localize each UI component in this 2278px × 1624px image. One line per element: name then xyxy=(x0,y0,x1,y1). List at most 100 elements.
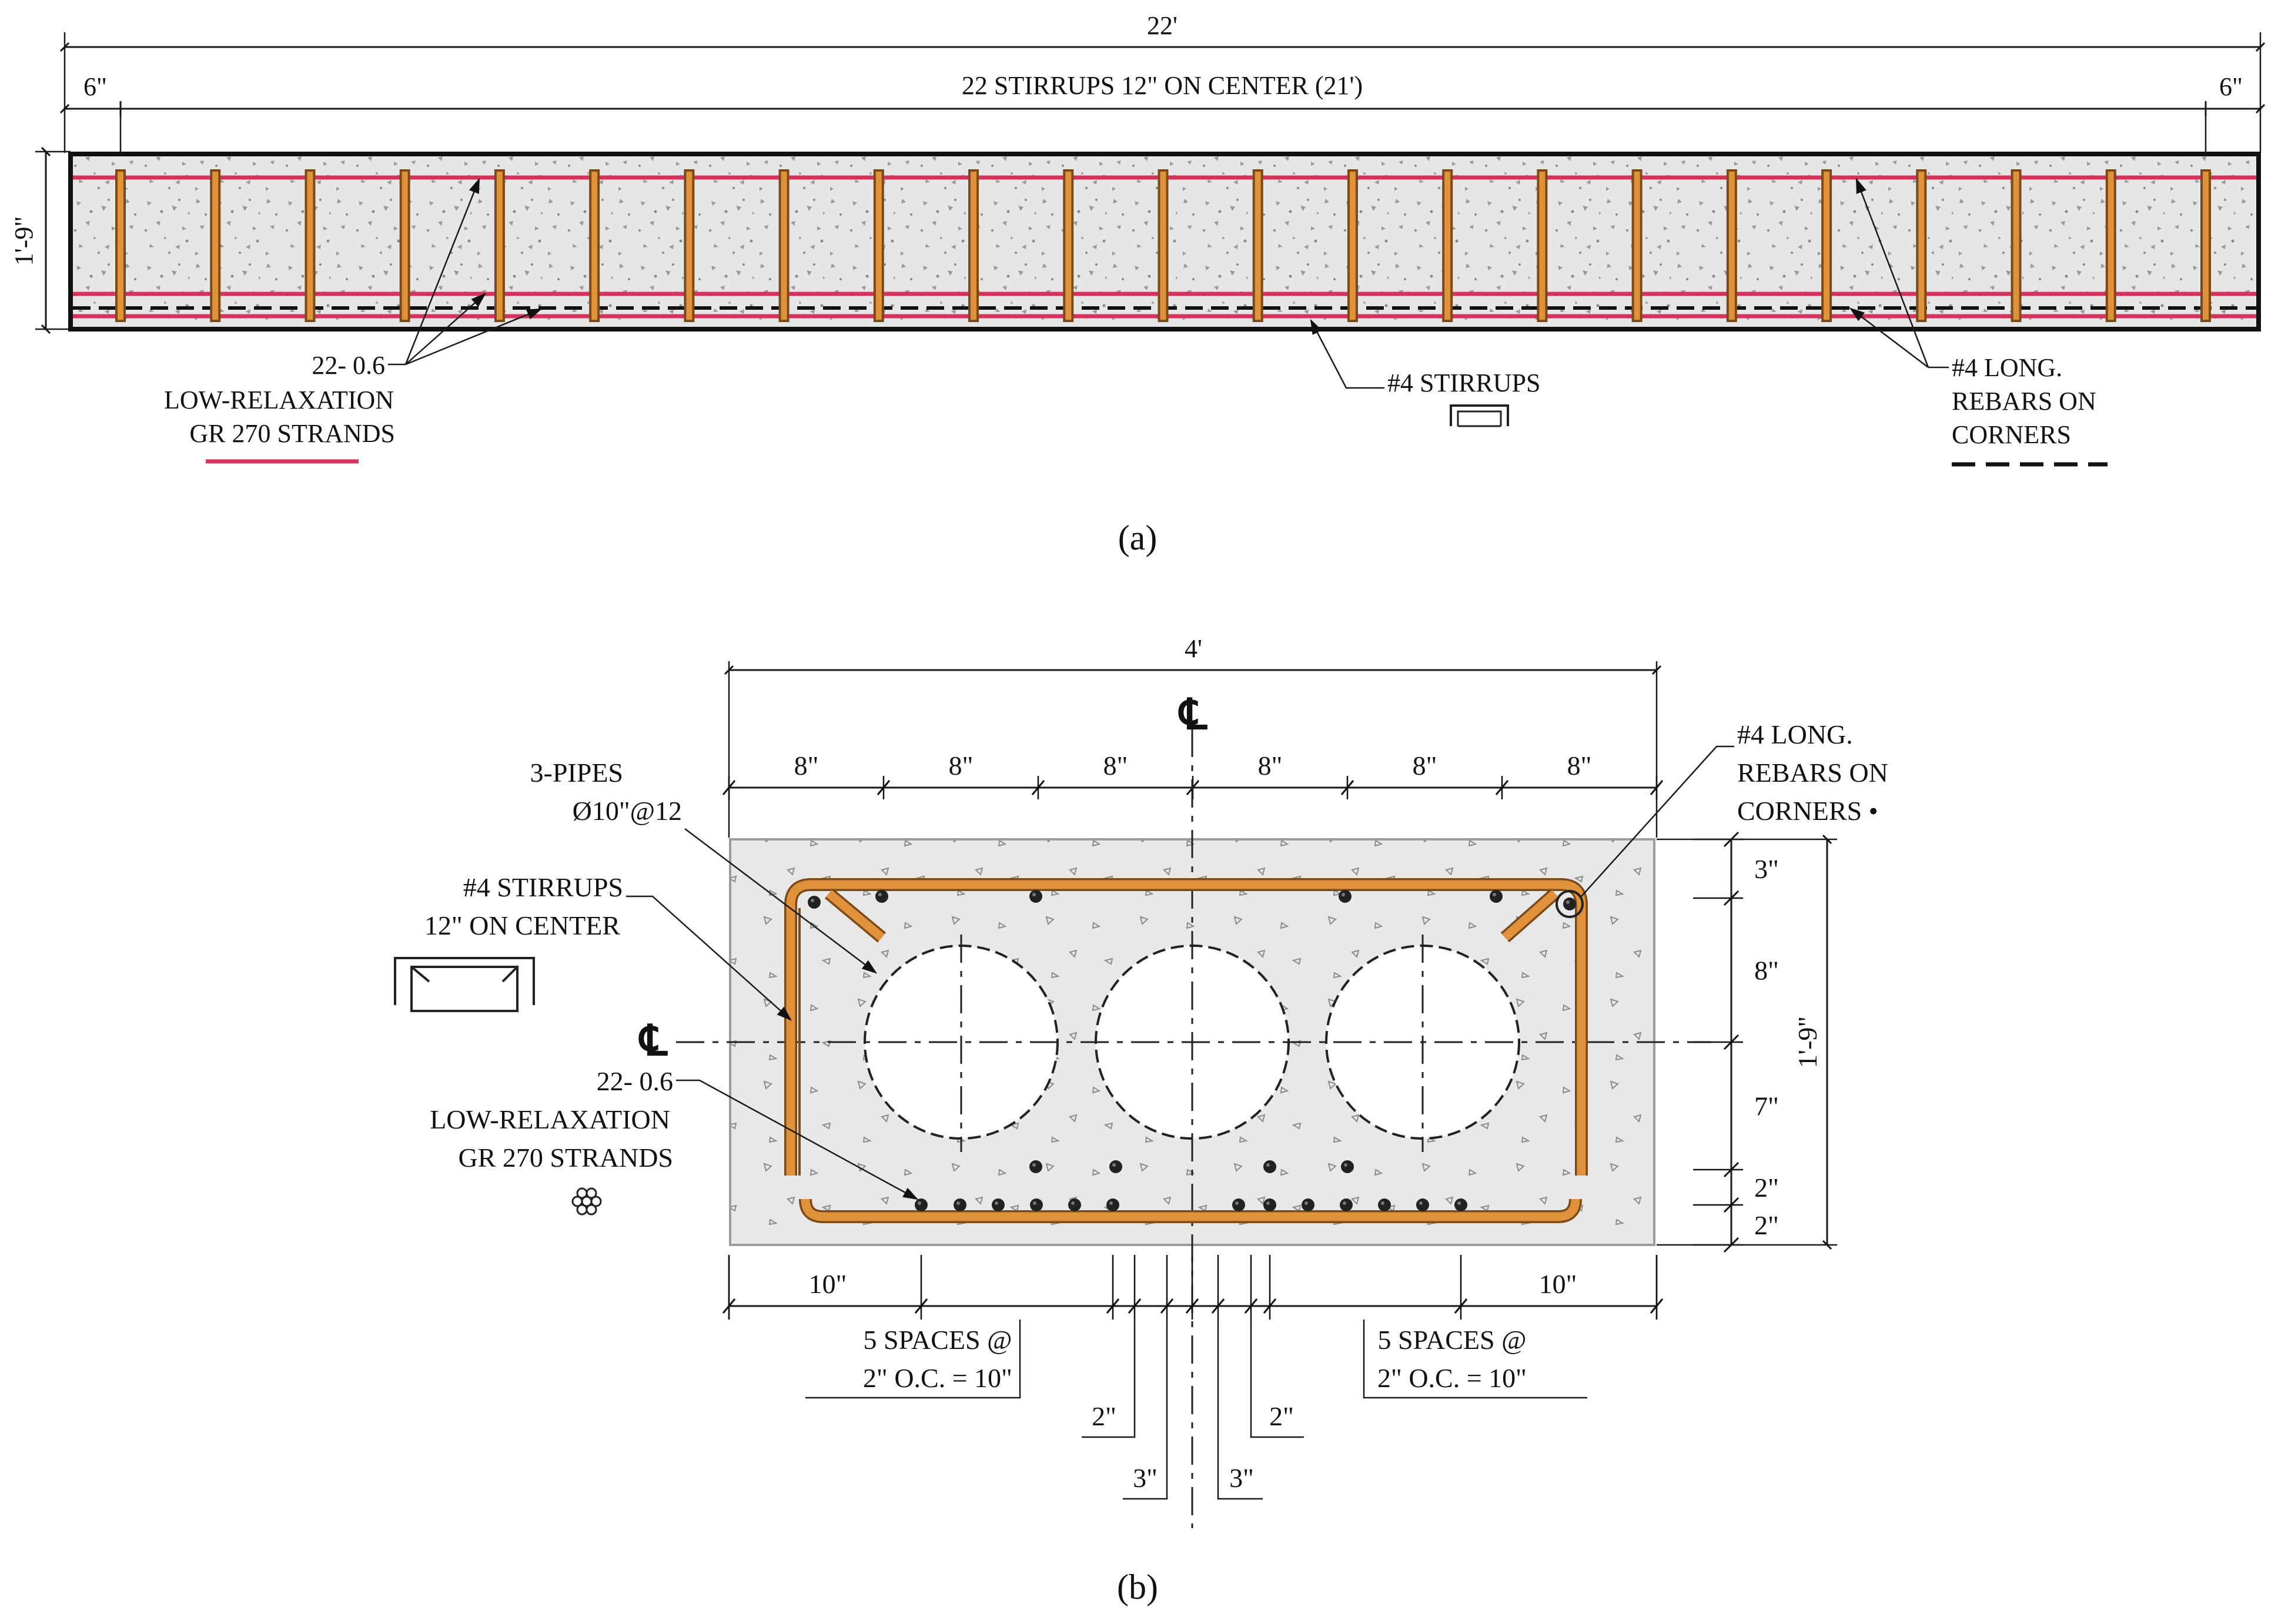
strand-wire xyxy=(586,1204,597,1216)
elevation-stirrup xyxy=(399,169,410,322)
section-width-label: 4' xyxy=(1185,634,1202,663)
top-strand xyxy=(1339,890,1352,903)
elevation-rebars-label-line2: REBARS ON xyxy=(1952,387,2096,416)
elevation-stirrup xyxy=(684,169,695,322)
bottom-strand-highlight xyxy=(1033,1201,1036,1205)
section-depth-label: 1'-9" xyxy=(1792,1016,1822,1068)
elevation-stirrup xyxy=(115,169,126,322)
spaces-left-leader xyxy=(805,1320,1021,1399)
bottom-strand xyxy=(1302,1198,1314,1211)
dim-2-right-leader xyxy=(1250,1320,1304,1438)
dim-3-right-label: 3" xyxy=(1229,1463,1254,1493)
strand-leader-bottom xyxy=(405,308,543,366)
bottom-strand-highlight xyxy=(918,1201,921,1205)
right-dimension-label: 8" xyxy=(1754,956,1779,986)
pipes-leader xyxy=(684,828,878,974)
bottom-strand xyxy=(1340,1198,1353,1211)
bottom-strand xyxy=(1263,1198,1276,1211)
corner-rebar-highlight xyxy=(1566,900,1570,904)
bottom-strand xyxy=(915,1198,928,1211)
mid-strand-highlight xyxy=(1032,1163,1036,1167)
elevation-stirrup xyxy=(1537,169,1548,322)
elevation-stirrup xyxy=(778,169,790,322)
mid-strand-highlight xyxy=(1112,1163,1116,1167)
elevation-strands-type-label: LOW-RELAXATION xyxy=(164,386,394,414)
top-strand-highlight xyxy=(878,893,882,896)
mid-strand-highlight xyxy=(1266,1163,1270,1167)
elevation-stirrup xyxy=(2105,169,2116,322)
top-spacing-label: 8" xyxy=(794,751,819,781)
bottom-strand-highlight xyxy=(1343,1201,1346,1205)
section-strands-leader xyxy=(676,1079,919,1200)
right-dimension-ticks xyxy=(1693,831,1743,1253)
section-stirrups-label-line1: #4 STIRRUPS xyxy=(463,872,623,902)
elevation-stirrup xyxy=(305,169,316,322)
dim-2-left-leader xyxy=(1082,1320,1136,1438)
bottom-strand-highlight xyxy=(1304,1201,1308,1205)
right-dimension-label: 2" xyxy=(1754,1210,1779,1240)
cross-section-view: 4' 8"8"8"8"8"8" ℄ ℄ xyxy=(394,634,1888,1606)
caption-a: (a) xyxy=(1118,518,1158,557)
bottom-strand xyxy=(1232,1198,1245,1211)
pipes-label-line1: 3-PIPES xyxy=(530,758,623,788)
dim-3-left-leader xyxy=(1123,1320,1168,1500)
bottom-strand xyxy=(1378,1198,1391,1211)
bottom-strand xyxy=(1030,1198,1043,1211)
elevation-stirrup xyxy=(1631,169,1643,322)
section-rebars-label-line2: REBARS ON xyxy=(1737,758,1888,788)
end-distance-right-label: 6" xyxy=(2219,72,2243,101)
bottom-strand-highlight xyxy=(1071,1201,1075,1205)
mid-strand xyxy=(1341,1160,1354,1173)
top-strand-highlight xyxy=(1342,893,1345,896)
right-dimension-label: 2" xyxy=(1754,1173,1779,1203)
spaces-left-line1: 5 SPACES @ xyxy=(864,1325,1012,1355)
elevation-depth-label: 1'-9" xyxy=(9,216,38,266)
corner-rebar-highlight xyxy=(811,899,814,902)
dim-2-left-label: 2" xyxy=(1092,1401,1116,1431)
bottom-left-edge-label: 10" xyxy=(809,1269,847,1299)
bottom-strand-highlight xyxy=(1235,1201,1239,1205)
end-distance-left-label: 6" xyxy=(83,72,107,101)
right-dimension-label: 3" xyxy=(1754,854,1779,884)
right-dimension-label: 7" xyxy=(1754,1091,1779,1121)
corner-rebar xyxy=(1563,898,1576,910)
section-stirrup-legend-icon xyxy=(394,957,535,1012)
bottom-right-edge-label: 10" xyxy=(1539,1269,1577,1299)
dim-3-right-leader xyxy=(1217,1320,1263,1500)
elevation-stirrups-label: #4 STIRRUPS xyxy=(1387,369,1540,397)
strand-symbol-icon xyxy=(571,1187,602,1216)
elevation-strands-count-label: 22- 0.6 xyxy=(312,351,385,380)
elevation-stirrup xyxy=(494,169,505,322)
mid-strand xyxy=(1263,1160,1276,1173)
strand-wire xyxy=(576,1204,588,1216)
corner-rebar-callout-circle xyxy=(1556,890,1584,918)
bottom-strand-highlight xyxy=(956,1201,960,1205)
elevation-rebars-label-line1: #4 LONG. xyxy=(1952,353,2062,382)
strand-leader-top xyxy=(404,178,480,365)
corner-rebar xyxy=(808,896,821,909)
elevation-rebars-label-line3: CORNERS xyxy=(1952,420,2071,449)
top-strand xyxy=(1029,890,1042,903)
bottom-dimension-ticks xyxy=(722,1255,1664,1320)
elevation-stirrup xyxy=(2011,169,2022,322)
elevation-view: 22' 22 STIRRUPS 12" ON CENTER (21') 6" 6… xyxy=(9,11,2266,557)
strand-leader-mid xyxy=(405,293,486,365)
spaces-right-line2: 2" O.C. = 10" xyxy=(1377,1363,1527,1393)
top-strand xyxy=(875,890,888,903)
bottom-strand-highlight xyxy=(1457,1201,1461,1205)
top-strand-highlight xyxy=(1032,893,1036,896)
section-rebars-label-line1: #4 LONG. xyxy=(1737,719,1853,749)
pipes-label-line2: Ø10"@12 xyxy=(573,796,682,826)
stirrup-spacing-label: 22 STIRRUPS 12" ON CENTER (21') xyxy=(962,71,1363,100)
top-strand xyxy=(1490,890,1503,903)
spaces-right-leader xyxy=(1363,1320,1587,1399)
elevation-stirrup xyxy=(1442,169,1453,322)
bottom-strand xyxy=(1454,1198,1467,1211)
top-spacing-label: 8" xyxy=(1413,751,1437,781)
section-strands-grade-label: GR 270 STRANDS xyxy=(458,1143,673,1173)
elevation-stirrup xyxy=(1347,169,1358,322)
top-spacing-labels: 8"8"8"8"8"8" xyxy=(794,751,1592,781)
section-stirrups-label-line2: 12" ON CENTER xyxy=(424,910,620,940)
bottom-strand-highlight xyxy=(1109,1201,1113,1205)
